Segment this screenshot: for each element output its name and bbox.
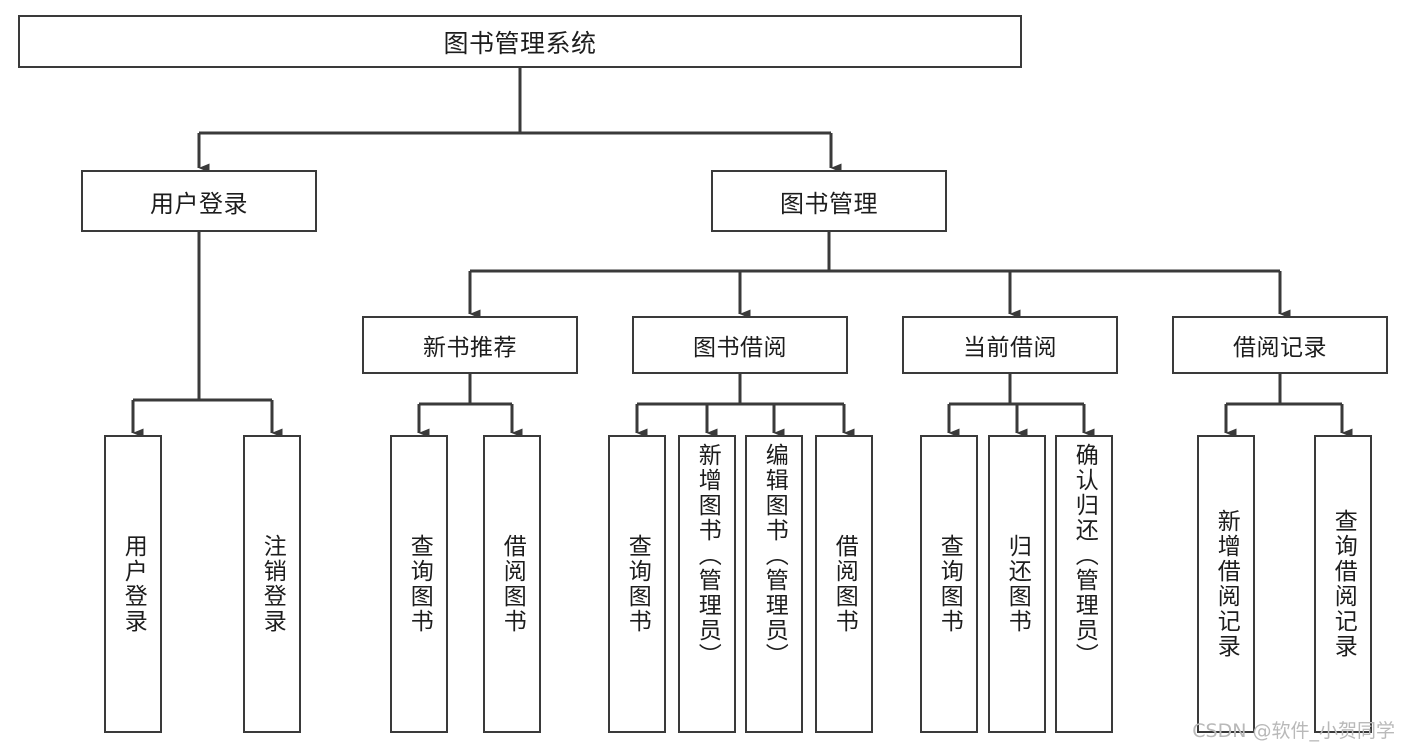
leaf-edit-book-admin[interactable]: 编辑图书（管理员）	[745, 435, 803, 733]
node-label: 新增图书（管理员）	[694, 443, 721, 668]
node-label: 编辑图书（管理员）	[761, 443, 788, 668]
node-label: 查询图书	[936, 534, 963, 634]
node-label: 用户登录	[150, 189, 248, 218]
node-label: 确认归还（管理员）	[1071, 443, 1098, 668]
node-label: 借阅图书	[831, 534, 858, 634]
leaf-logout-login[interactable]: 注销登录	[243, 435, 301, 733]
node-label: 新书推荐	[423, 335, 517, 361]
node-label: 查询图书	[624, 534, 651, 634]
node-new-book-recommend[interactable]: 新书推荐	[362, 316, 578, 374]
node-current-borrow[interactable]: 当前借阅	[902, 316, 1118, 374]
leaf-add-book-admin[interactable]: 新增图书（管理员）	[678, 435, 736, 733]
node-label: 注销登录	[259, 534, 286, 634]
leaf-query-borrow-record[interactable]: 查询借阅记录	[1314, 435, 1372, 733]
node-label: 借阅记录	[1233, 335, 1327, 361]
leaf-user-login[interactable]: 用户登录	[104, 435, 162, 733]
node-label: 用户登录	[120, 534, 147, 634]
leaf-return-book[interactable]: 归还图书	[988, 435, 1046, 733]
leaf-add-borrow-record[interactable]: 新增借阅记录	[1197, 435, 1255, 733]
node-label: 图书管理系统	[443, 28, 597, 58]
node-label: 图书管理	[780, 189, 878, 218]
node-label: 图书借阅	[693, 335, 787, 361]
node-label: 查询图书	[406, 534, 433, 634]
node-label: 查询借阅记录	[1330, 509, 1357, 659]
node-borrow-record[interactable]: 借阅记录	[1172, 316, 1388, 374]
leaf-borrow-book-recommend[interactable]: 借阅图书	[483, 435, 541, 733]
node-label: 新增借阅记录	[1213, 509, 1240, 659]
node-root-system[interactable]: 图书管理系统	[18, 15, 1022, 68]
node-label: 借阅图书	[499, 534, 526, 634]
leaf-confirm-return-admin[interactable]: 确认归还（管理员）	[1055, 435, 1113, 733]
node-label: 当前借阅	[963, 335, 1057, 361]
node-book-management[interactable]: 图书管理	[711, 170, 947, 232]
node-label: 归还图书	[1004, 534, 1031, 634]
node-book-borrow[interactable]: 图书借阅	[632, 316, 848, 374]
leaf-borrow-book-borrow[interactable]: 借阅图书	[815, 435, 873, 733]
leaf-query-book-recommend[interactable]: 查询图书	[390, 435, 448, 733]
node-user-login[interactable]: 用户登录	[81, 170, 317, 232]
leaf-query-book-current[interactable]: 查询图书	[920, 435, 978, 733]
leaf-query-book-borrow[interactable]: 查询图书	[608, 435, 666, 733]
